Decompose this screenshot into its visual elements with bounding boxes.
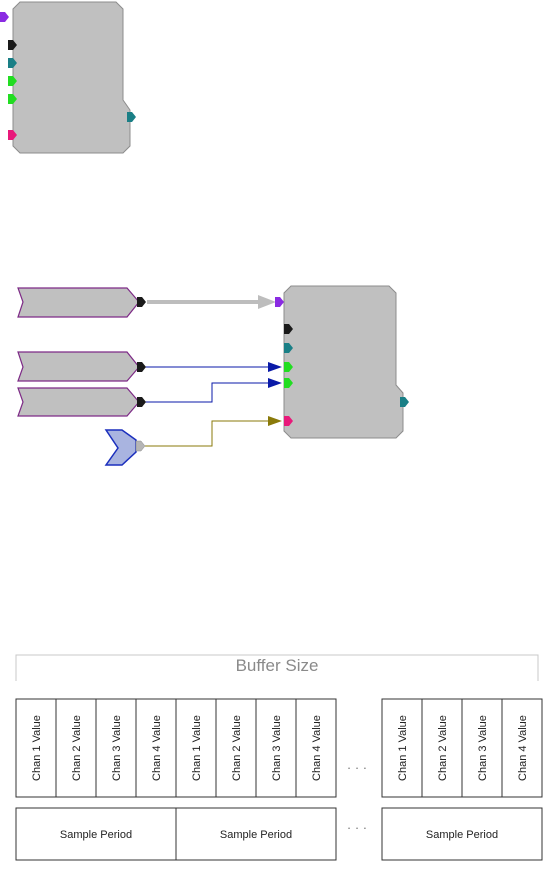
block-body[interactable]	[283, 285, 404, 439]
wire-olive[interactable]	[145, 420, 270, 447]
wire-olive-arrow	[268, 416, 282, 426]
channel-cell	[135, 698, 177, 798]
standalone-block	[0, 1, 136, 154]
output-pin-gray[interactable]	[135, 440, 146, 452]
connected-block	[275, 285, 409, 439]
ellipsis-periods: · · ·	[347, 820, 367, 835]
input-pin-green-2[interactable]	[284, 378, 293, 388]
channel-value-label: Chan 2 Value	[437, 715, 449, 781]
control-block[interactable]	[104, 429, 146, 466]
sample-period-cell	[15, 807, 177, 861]
input-pin-teal[interactable]	[284, 343, 293, 353]
wire-gray-arrow	[258, 295, 276, 309]
sample-period-label: Sample Period	[60, 829, 132, 841]
block-body[interactable]	[12, 1, 131, 154]
channel-value-label: Chan 1 Value	[191, 715, 203, 781]
channel-value-label: Chan 3 Value	[111, 715, 123, 781]
input-pin-pink[interactable]	[8, 130, 17, 140]
channel-cell	[381, 698, 423, 798]
wire-blue-2[interactable]	[145, 382, 270, 403]
output-pin-black[interactable]	[137, 297, 146, 307]
channel-value-label: Chan 1 Value	[397, 715, 409, 781]
wire-blue-2-arrow	[268, 378, 282, 388]
buffer-size-label: Buffer Size	[236, 656, 319, 675]
wires	[145, 295, 282, 447]
channel-value-label: Chan 2 Value	[71, 715, 83, 781]
channel-cell	[501, 698, 543, 798]
channel-cell	[215, 698, 257, 798]
channel-value-label: Chan 4 Value	[311, 715, 323, 781]
source-block-3[interactable]	[17, 387, 146, 417]
output-pin-teal[interactable]	[400, 397, 409, 407]
input-pin-teal[interactable]	[8, 58, 17, 68]
output-pin-teal[interactable]	[127, 112, 136, 122]
output-pin-black[interactable]	[137, 362, 146, 372]
channel-cell	[255, 698, 297, 798]
source-block-2[interactable]	[17, 351, 146, 382]
channel-cell	[95, 698, 137, 798]
channel-value-label: Chan 1 Value	[31, 715, 43, 781]
wire-blue-1-arrow	[268, 362, 282, 372]
channel-value-label: Chan 3 Value	[271, 715, 283, 781]
channel-cell	[421, 698, 463, 798]
sample-period-label: Sample Period	[220, 829, 292, 841]
channel-value-label: Chan 4 Value	[517, 715, 529, 781]
channel-value-label: Chan 4 Value	[151, 715, 163, 781]
input-pin-green-1[interactable]	[284, 362, 293, 372]
sample-period-cell	[381, 807, 543, 861]
buffer-bracket	[15, 654, 539, 681]
input-pin-green-1[interactable]	[8, 76, 17, 86]
sample-period-cell	[175, 807, 337, 861]
input-pin-purple[interactable]	[0, 12, 9, 22]
input-pin-purple[interactable]	[275, 297, 284, 307]
sample-period-label: Sample Period	[426, 829, 498, 841]
buffer-cells: Chan 1 Value Chan 2 Value Chan 3 Value Chan…	[15, 698, 543, 861]
output-pin-black[interactable]	[137, 397, 146, 407]
ellipsis-channels: · · ·	[347, 760, 367, 775]
input-pin-green-2[interactable]	[8, 94, 17, 104]
channel-value-label: Chan 3 Value	[477, 715, 489, 781]
channel-cell	[295, 698, 337, 798]
channel-cell	[461, 698, 503, 798]
input-pin-black[interactable]	[8, 40, 17, 50]
channel-cell	[55, 698, 97, 798]
source-block-1[interactable]	[17, 287, 146, 318]
input-pin-pink[interactable]	[284, 416, 293, 426]
channel-value-label: Chan 2 Value	[231, 715, 243, 781]
input-pin-black[interactable]	[284, 324, 293, 334]
